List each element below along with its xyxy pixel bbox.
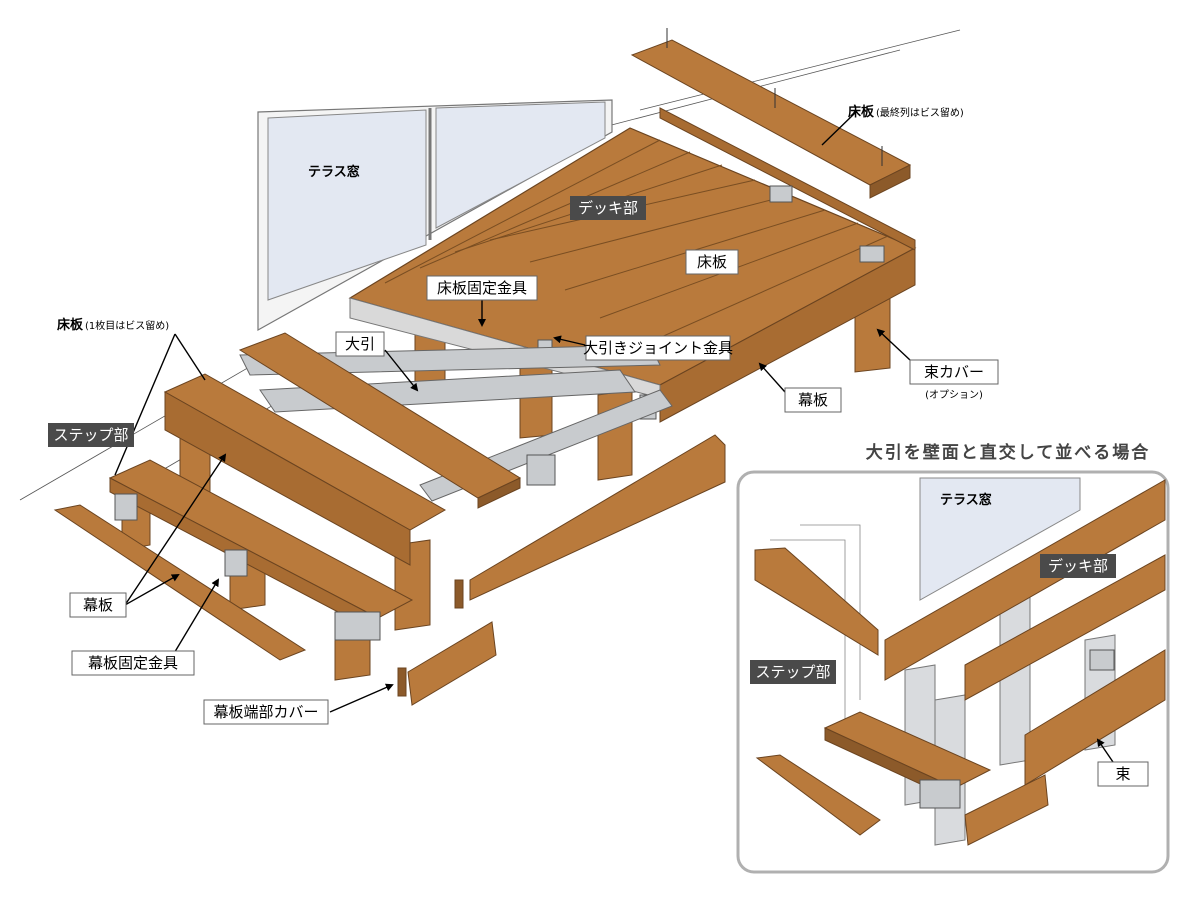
- inset-step-label: ステップ部: [755, 663, 830, 681]
- step-section-label: ステップ部: [53, 426, 128, 444]
- floor-board-box: [685, 249, 739, 275]
- skirt-board-left-box: [69, 592, 127, 618]
- deck-section-label: デッキ部: [578, 199, 638, 217]
- skirt-end-cover-box: [203, 699, 329, 725]
- girder-label: 大引: [345, 335, 375, 353]
- skirt-end-cover-label: 幕板端部カバー: [213, 703, 318, 721]
- inset-deck-label: デッキ部: [1048, 557, 1108, 575]
- inset-post-label: 束: [1115, 765, 1130, 783]
- girder-box: [335, 331, 385, 357]
- deck-section-badge: [570, 196, 646, 220]
- floor-board-first-label: 床板: [57, 317, 84, 333]
- post-cover-label: 束カバー: [924, 363, 984, 381]
- floor-fixing-bracket-box: [426, 275, 538, 301]
- girder-joint-bracket-box: [585, 335, 731, 361]
- post-cover-box: [909, 359, 999, 385]
- floor-board-label: 床板: [697, 253, 727, 271]
- loose-floor-board: [238, 332, 522, 509]
- terrace-window-label: テラス窓: [308, 164, 360, 180]
- skirt-board-right-box: [784, 387, 842, 413]
- terrace-window: テラス窓: [257, 99, 613, 332]
- inset-deck-badge: [1040, 554, 1116, 578]
- floor-board-last-note: (最終列はビス留め): [876, 106, 964, 119]
- callout-lines: [114, 112, 911, 713]
- skirt-board-left-label: 幕板: [83, 596, 113, 614]
- floor-board-last-label: 床板: [848, 104, 875, 120]
- top-floor-board: [630, 28, 912, 199]
- girder-joint-bracket-label: 大引きジョイント金具: [583, 339, 733, 357]
- inset-panel: 大引を壁面と直交して並べる場合 テラス窓 デッキ部 ステップ部 束: [736, 442, 1170, 874]
- inset-step-badge: [750, 660, 836, 684]
- skirt-boards: [53, 434, 726, 706]
- post-cover-option: (オプション): [925, 389, 983, 401]
- step-section-badge: [48, 423, 134, 447]
- step-section: [108, 373, 447, 681]
- inset-terrace-window-label: テラス窓: [940, 492, 992, 508]
- inset-post-box: [1097, 761, 1149, 787]
- labels: 床板 (最終列はビス留め) デッキ部 床板 床板固定金具 大引 大引きジョイント…: [48, 104, 999, 725]
- skirt-fixing-bracket-box: [71, 650, 195, 676]
- floor-board-first-note: (1枚目はビス留め): [85, 319, 169, 332]
- skirt-fixing-bracket-label: 幕板固定金具: [88, 654, 178, 672]
- inset-heading: 大引を壁面と直交して並べる場合: [866, 442, 1151, 463]
- skirt-board-right-label: 幕板: [798, 391, 828, 409]
- floor-fixing-bracket-label: 床板固定金具: [437, 279, 527, 297]
